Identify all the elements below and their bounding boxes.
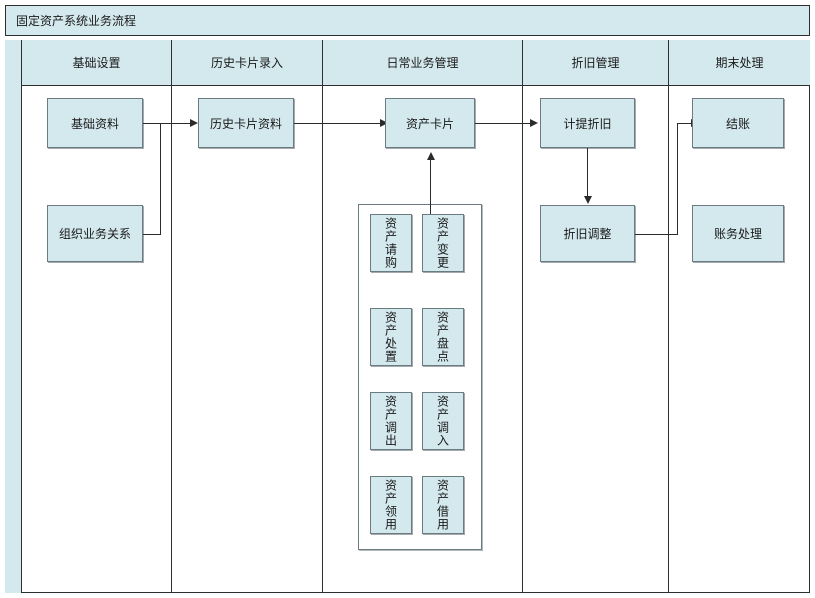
lane-separator-3 bbox=[522, 40, 523, 593]
edge-adjust-to-close-h1 bbox=[635, 234, 678, 235]
node-asset-transfer-in[interactable]: 资产调入 bbox=[422, 392, 464, 450]
edge-basic-data-stub bbox=[143, 123, 161, 124]
edge-history-to-asset-card bbox=[294, 123, 382, 124]
node-account-process[interactable]: 账务处理 bbox=[692, 205, 784, 262]
node-calc-depreciation[interactable]: 计提折旧 bbox=[540, 98, 635, 148]
node-asset-transfer-out[interactable]: 资产调出 bbox=[370, 392, 412, 450]
column-header-history-card: 历史卡片录入 bbox=[210, 56, 283, 70]
diagram-title-bar: 固定资产系统业务流程 bbox=[5, 5, 810, 36]
node-history-card-data[interactable]: 历史卡片资料 bbox=[198, 98, 294, 148]
lane-separator-4 bbox=[668, 40, 669, 593]
diagram-title: 固定资产系统业务流程 bbox=[16, 14, 137, 28]
swimlane-gutter bbox=[5, 40, 22, 593]
node-asset-inventory[interactable]: 资产盘点 bbox=[422, 308, 464, 366]
arrowhead-to-asset-card bbox=[380, 119, 388, 127]
arrowhead-to-adjust-depreciation bbox=[584, 196, 592, 204]
edge-to-history-card bbox=[160, 123, 192, 124]
column-header-daily-business: 日常业务管理 bbox=[386, 56, 459, 70]
edge-asset-card-to-depreciation bbox=[475, 123, 532, 124]
lane-separator-2 bbox=[322, 40, 323, 593]
node-asset-issue[interactable]: 资产领用 bbox=[370, 476, 412, 534]
edge-adjust-to-close-v bbox=[677, 123, 678, 234]
edge-calc-to-adjust bbox=[587, 148, 588, 197]
node-close-account[interactable]: 结账 bbox=[692, 98, 784, 148]
node-asset-disposal[interactable]: 资产处置 bbox=[370, 308, 412, 366]
node-org-relation[interactable]: 组织业务关系 bbox=[47, 205, 143, 262]
node-asset-card[interactable]: 资产卡片 bbox=[385, 98, 475, 148]
edge-group-to-asset-card bbox=[430, 160, 431, 216]
column-header-basic-setup: 基础设置 bbox=[72, 56, 121, 70]
column-header-depreciation: 折旧管理 bbox=[571, 56, 620, 70]
edge-org-relation-stub bbox=[143, 234, 161, 235]
lane-separator-1 bbox=[171, 40, 172, 593]
node-adjust-depreciation[interactable]: 折旧调整 bbox=[540, 205, 635, 262]
node-basic-data[interactable]: 基础资料 bbox=[47, 98, 143, 148]
column-header-period-end: 期末处理 bbox=[715, 56, 764, 70]
arrowhead-group-to-asset-card bbox=[427, 152, 435, 160]
arrowhead-to-calc-depreciation bbox=[530, 119, 538, 127]
node-asset-change[interactable]: 资产变更 bbox=[422, 214, 464, 272]
node-asset-borrow[interactable]: 资产借用 bbox=[422, 476, 464, 534]
arrowhead-to-history-card bbox=[190, 119, 198, 127]
swimlane-header-strip bbox=[22, 40, 810, 86]
edge-adjust-to-close-h2 bbox=[677, 123, 694, 124]
edge-merge-vertical bbox=[160, 123, 161, 234]
node-asset-request[interactable]: 资产请购 bbox=[370, 214, 412, 272]
